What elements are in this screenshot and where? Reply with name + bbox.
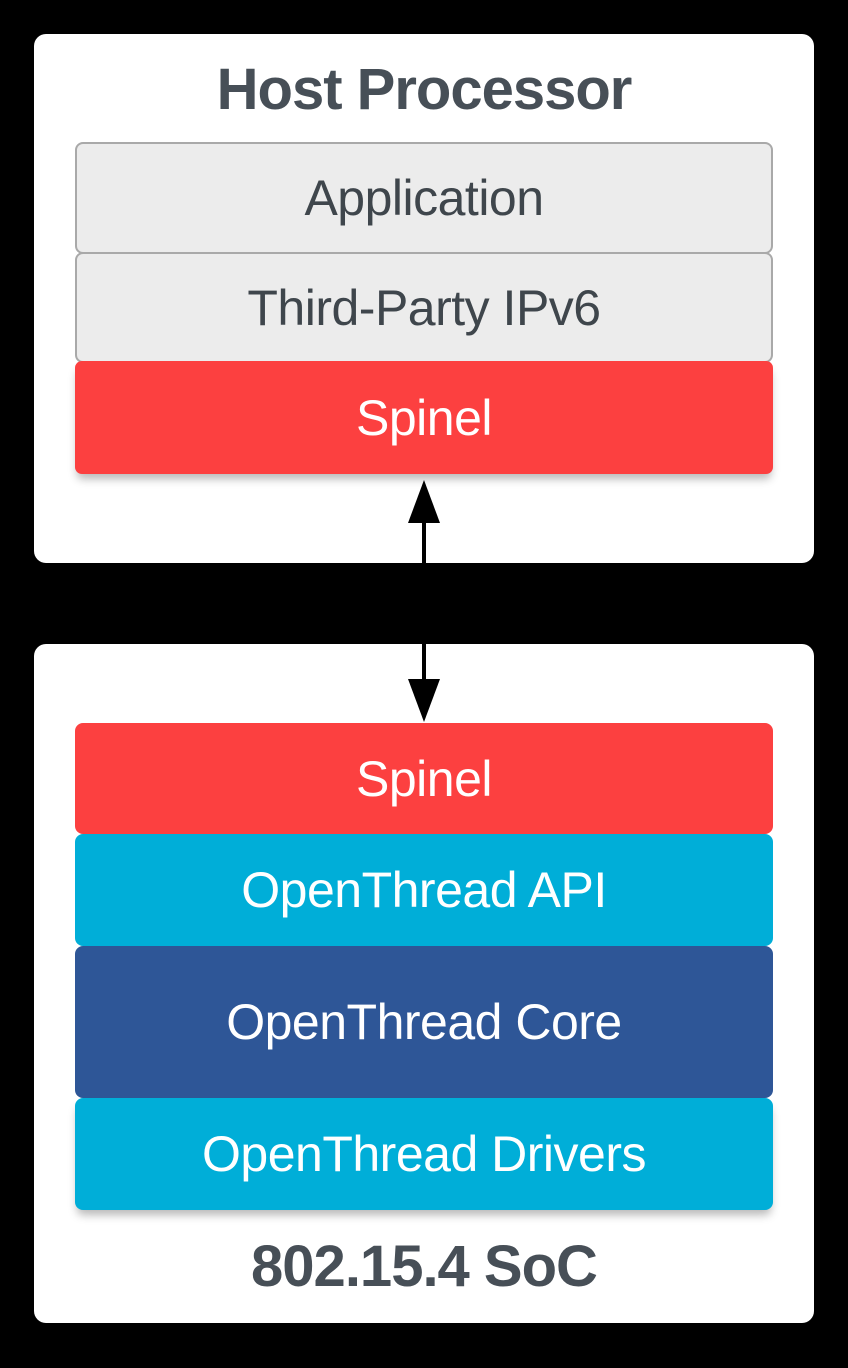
block-openthread-drivers: OpenThread Drivers bbox=[75, 1098, 773, 1210]
block-openthread-core-label: OpenThread Core bbox=[226, 994, 622, 1050]
block-openthread-drivers-label: OpenThread Drivers bbox=[202, 1126, 646, 1182]
soc-card: Spinel OpenThread API OpenThread Core Op… bbox=[34, 644, 814, 1323]
host-block-stack: Application Third-Party IPv6 Spinel bbox=[75, 142, 773, 474]
block-application-label: Application bbox=[304, 170, 544, 226]
block-openthread-api: OpenThread API bbox=[75, 834, 773, 946]
block-host-spinel: Spinel bbox=[75, 361, 773, 474]
block-host-spinel-label: Spinel bbox=[356, 389, 493, 446]
soc-card-title: 802.15.4 SoC bbox=[251, 1234, 598, 1299]
block-soc-spinel: Spinel bbox=[75, 723, 773, 834]
block-application: Application bbox=[75, 142, 773, 254]
block-third-party-ipv6-label: Third-Party IPv6 bbox=[247, 279, 601, 336]
host-card-title: Host Processor bbox=[216, 57, 633, 122]
host-processor-card: Host Processor Application Third-Party I… bbox=[34, 34, 814, 563]
soc-block-stack: Spinel OpenThread API OpenThread Core Op… bbox=[75, 723, 773, 1210]
block-soc-spinel-label: Spinel bbox=[356, 750, 493, 807]
block-openthread-api-label: OpenThread API bbox=[241, 862, 607, 918]
bidirectional-arrow-icon bbox=[408, 480, 440, 722]
block-third-party-ipv6: Third-Party IPv6 bbox=[75, 252, 773, 363]
block-openthread-core: OpenThread Core bbox=[75, 946, 773, 1098]
